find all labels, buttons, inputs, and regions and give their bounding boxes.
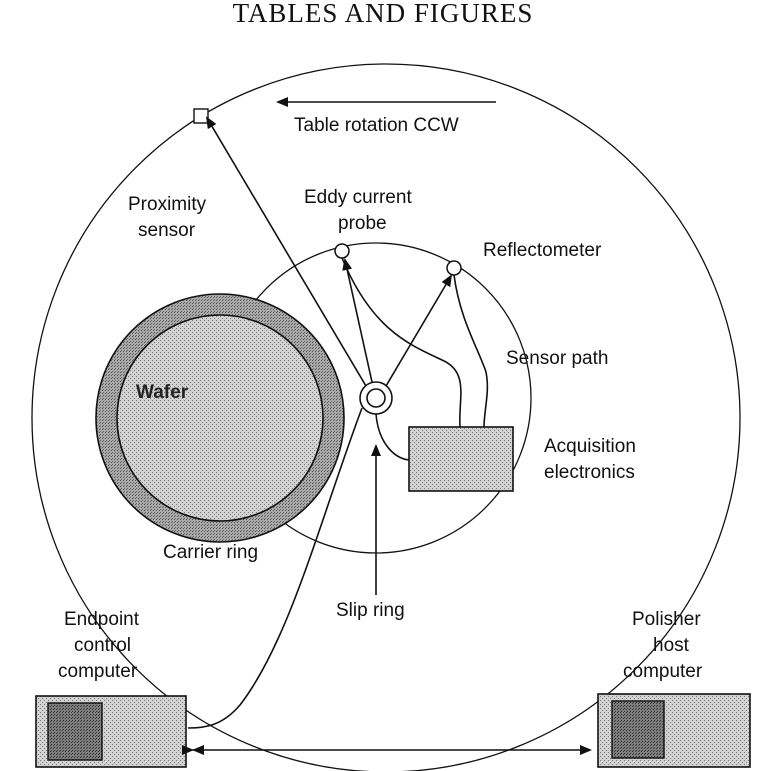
polisher-label-line1: Polisher xyxy=(632,609,701,630)
endpoint-computer-screen xyxy=(47,702,103,761)
wafer-label: Wafer xyxy=(136,382,189,403)
proximity-sensor-label-line1: Proximity xyxy=(128,194,207,215)
polisher-label-line2: host xyxy=(653,635,690,656)
computer-link-arrow-left-head xyxy=(192,745,204,755)
reflectometer-arrow xyxy=(385,274,453,387)
proximity-sensor-marker xyxy=(193,108,209,124)
polisher-label-line3: computer xyxy=(623,661,703,682)
proximity-sensor-arrow xyxy=(205,116,367,387)
eddy-probe-label-line2: probe xyxy=(338,213,387,234)
eddy-probe-arrow xyxy=(342,258,373,383)
endpoint-label-line2: control xyxy=(74,635,131,656)
figure-heading: TABLES AND FIGURES xyxy=(233,0,534,28)
polishing-table-circle xyxy=(31,63,741,771)
table-rotation-label: Table rotation CCW xyxy=(294,115,459,136)
slip-ring-inner xyxy=(366,388,386,408)
acquisition-label-line2: electronics xyxy=(544,462,635,483)
wafer xyxy=(116,314,324,522)
slip-ring-label: Slip ring xyxy=(336,600,405,621)
eddy-probe-label-line1: Eddy current xyxy=(304,187,412,208)
sensor-path-label: Sensor path xyxy=(506,348,608,369)
slip-ring-to-endpoint-wire xyxy=(187,407,363,729)
reflectometer-label: Reflectometer xyxy=(483,240,602,261)
endpoint-label-line1: Endpoint xyxy=(64,609,140,630)
eddy-probe-wire xyxy=(341,257,462,428)
proximity-sensor-label-line2: sensor xyxy=(138,220,196,241)
acquisition-electronics-box xyxy=(408,426,514,492)
acquisition-label-line1: Acquisition xyxy=(544,436,636,457)
eddy-current-probe xyxy=(334,243,350,259)
reflectometer-probe xyxy=(446,260,462,276)
reflectometer-wire xyxy=(453,274,489,428)
slip-ring-to-electronics-wire xyxy=(375,413,410,461)
carrier-ring-label: Carrier ring xyxy=(163,542,258,563)
endpoint-label-line3: computer xyxy=(58,661,138,682)
polisher-computer-screen xyxy=(611,700,665,759)
